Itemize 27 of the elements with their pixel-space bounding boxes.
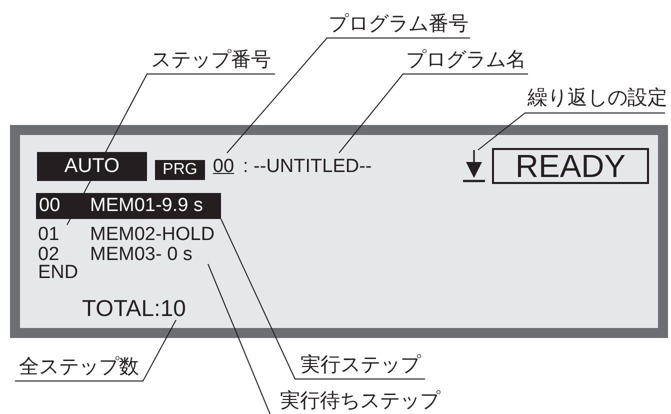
display-screen — [10, 125, 668, 338]
callout-label: ステップ番号 — [147, 44, 275, 74]
step-number: 00 — [39, 194, 62, 218]
highlighted-row — [36, 193, 221, 219]
step-command: MEM03- 0 s — [90, 245, 192, 264]
program-name: : --UNTITLED-- — [243, 153, 405, 180]
leader-line — [14, 320, 176, 382]
step-number: 01 — [38, 225, 60, 245]
program-number: 00 — [210, 153, 237, 180]
step-command: MEM01-9.9 s — [90, 194, 203, 218]
step-number: 02 — [38, 245, 60, 264]
program-tag: PRG — [155, 160, 205, 180]
end-marker: END — [38, 263, 88, 282]
callout-label: 繰り返しの設定 — [524, 82, 671, 113]
leader-line — [208, 264, 270, 414]
mode-indicator: AUTO — [37, 152, 147, 181]
callout-label: プログラム名 — [403, 44, 529, 74]
callout-label: プログラム番号 — [325, 8, 472, 38]
callout-label: 実行ステップ — [295, 349, 426, 379]
step-command: MEM02-HOLD — [90, 225, 215, 245]
total-steps: TOTAL:10 — [82, 296, 199, 320]
status-box: READY — [492, 148, 649, 184]
leader-line — [338, 74, 528, 154]
callout-label: 全ステップ数 — [15, 352, 143, 381]
callout-label: 実行待ちステップ — [270, 386, 450, 414]
leader-line — [220, 218, 426, 380]
leader-line — [226, 38, 470, 154]
